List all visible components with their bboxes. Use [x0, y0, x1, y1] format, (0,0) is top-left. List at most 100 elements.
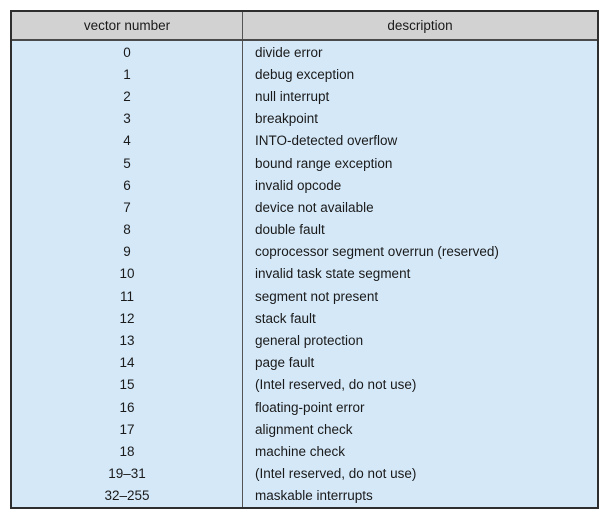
vector-number-cell-wrap: 32–255 — [12, 484, 243, 507]
description-cell: maskable interrupts — [255, 488, 373, 504]
vector-number-cell: 7 — [123, 199, 131, 215]
vector-number-cell-wrap: 8 — [12, 218, 243, 241]
description-cell: INTO-detected overflow — [255, 133, 398, 149]
table-row: 6 invalid opcode — [12, 174, 597, 197]
description-cell: segment not present — [255, 288, 379, 304]
vector-number-cell-wrap: 14 — [12, 351, 243, 374]
table-row: 18 machine check — [12, 440, 597, 463]
vector-number-cell-wrap: 10 — [12, 262, 243, 286]
description-cell-wrap: page fault — [243, 352, 597, 374]
table-row: 4 INTO-detected overflow — [12, 129, 597, 152]
description-cell-wrap: maskable interrupts — [243, 485, 597, 507]
vector-number-cell: 18 — [119, 443, 135, 459]
vector-number-cell: 14 — [119, 355, 135, 371]
description-cell: bound range exception — [255, 155, 393, 171]
description-cell-wrap: stack fault — [243, 307, 597, 329]
vector-number-header: vector number — [12, 12, 243, 39]
vector-number-cell-wrap: 0 — [12, 41, 243, 64]
vector-number-cell: 16 — [119, 399, 135, 415]
vector-number-cell: 5 — [123, 155, 131, 171]
table-row: 17 alignment check — [12, 418, 597, 441]
description-cell: general protection — [255, 333, 364, 349]
vector-number-cell: 6 — [123, 177, 131, 193]
vector-number-cell: 1 — [123, 66, 131, 82]
table-row: 1 debug exception — [12, 63, 597, 86]
vector-number-cell-wrap: 18 — [12, 440, 243, 463]
description-cell-wrap: device not available — [243, 196, 597, 218]
description-cell-wrap: (Intel reserved, do not use) — [243, 374, 597, 396]
vector-number-cell: 15 — [119, 377, 135, 393]
vector-number-header-label: vector number — [83, 18, 171, 33]
table-row: 3 breakpoint — [12, 107, 597, 130]
description-cell-wrap: breakpoint — [243, 108, 597, 130]
vector-number-cell-wrap: 6 — [12, 174, 243, 197]
table-row: 0 divide error — [12, 41, 597, 64]
description-cell-wrap: machine check — [243, 440, 597, 462]
table-row: 9 coprocessor segment overrun (reserved) — [12, 240, 597, 263]
table-header-row: vector number description — [12, 12, 597, 41]
vector-number-cell: 12 — [119, 310, 135, 326]
table-row: 5 bound range exception — [12, 151, 597, 175]
vector-number-cell: 19–31 — [108, 466, 146, 482]
vector-number-cell-wrap: 3 — [12, 107, 243, 130]
vector-number-cell: 0 — [123, 44, 131, 60]
description-cell: alignment check — [255, 421, 353, 437]
table-row: 13 general protection — [12, 329, 597, 352]
description-cell-wrap: general protection — [243, 329, 597, 351]
description-cell: device not available — [255, 199, 374, 215]
description-cell: (Intel reserved, do not use) — [255, 377, 417, 393]
description-cell: double fault — [255, 222, 325, 238]
description-cell: coprocessor segment overrun (reserved) — [255, 244, 499, 260]
vector-number-cell-wrap: 5 — [12, 151, 243, 175]
description-cell-wrap: divide error — [243, 41, 597, 63]
description-cell-wrap: invalid task state segment — [243, 263, 597, 285]
event-vector-table: vector number description 0 divide error… — [10, 10, 599, 509]
table-row: 2 null interrupt — [12, 85, 597, 108]
vector-number-cell-wrap: 17 — [12, 418, 243, 441]
description-cell-wrap: double fault — [243, 219, 597, 241]
table-row: 11 segment not present — [12, 285, 597, 308]
vector-number-cell: 10 — [119, 266, 135, 282]
description-cell: invalid task state segment — [255, 266, 411, 282]
table-row: 14 page fault — [12, 351, 597, 374]
vector-number-cell: 8 — [123, 222, 131, 238]
vector-number-cell-wrap: 16 — [12, 396, 243, 419]
description-cell: breakpoint — [255, 111, 319, 127]
vector-number-cell-wrap: 7 — [12, 196, 243, 219]
vector-number-cell: 2 — [123, 88, 131, 104]
vector-number-cell-wrap: 11 — [12, 285, 243, 308]
description-cell: floating-point error — [255, 399, 365, 415]
vector-number-cell-wrap: 4 — [12, 129, 243, 152]
table-row: 15 (Intel reserved, do not use) — [12, 373, 597, 396]
description-cell: stack fault — [255, 310, 316, 326]
table-row: 16 floating-point error — [12, 396, 597, 419]
description-cell: divide error — [255, 44, 323, 60]
vector-number-cell-wrap: 1 — [12, 63, 243, 86]
vector-number-cell: 32–255 — [104, 488, 150, 504]
description-cell-wrap: invalid opcode — [243, 174, 597, 196]
vector-number-cell-wrap: 19–31 — [12, 462, 243, 485]
vector-number-cell: 17 — [119, 421, 135, 437]
description-cell-wrap: floating-point error — [243, 396, 597, 418]
vector-number-cell: 13 — [119, 333, 135, 349]
vector-number-cell: 3 — [123, 111, 131, 127]
vector-number-cell: 11 — [119, 288, 134, 304]
vector-number-cell-wrap: 15 — [12, 373, 243, 396]
description-header: description — [243, 12, 597, 39]
description-cell-wrap: debug exception — [243, 63, 597, 85]
table-row: 32–255 maskable interrupts — [12, 484, 597, 507]
vector-number-cell: 4 — [123, 133, 131, 149]
description-cell-wrap: segment not present — [243, 285, 597, 307]
description-cell-wrap: coprocessor segment overrun (reserved) — [243, 241, 597, 263]
description-cell-wrap: alignment check — [243, 418, 597, 440]
description-cell: invalid opcode — [255, 177, 342, 193]
vector-number-cell-wrap: 9 — [12, 240, 243, 263]
table-row: 19–31 (Intel reserved, do not use) — [12, 462, 597, 485]
vector-number-cell-wrap: 13 — [12, 329, 243, 352]
vector-number-cell: 9 — [123, 244, 131, 260]
table-row: 12 stack fault — [12, 307, 597, 330]
table-row: 8 double fault — [12, 218, 597, 241]
description-header-label: description — [387, 18, 453, 33]
description-cell: (Intel reserved, do not use) — [255, 466, 417, 482]
